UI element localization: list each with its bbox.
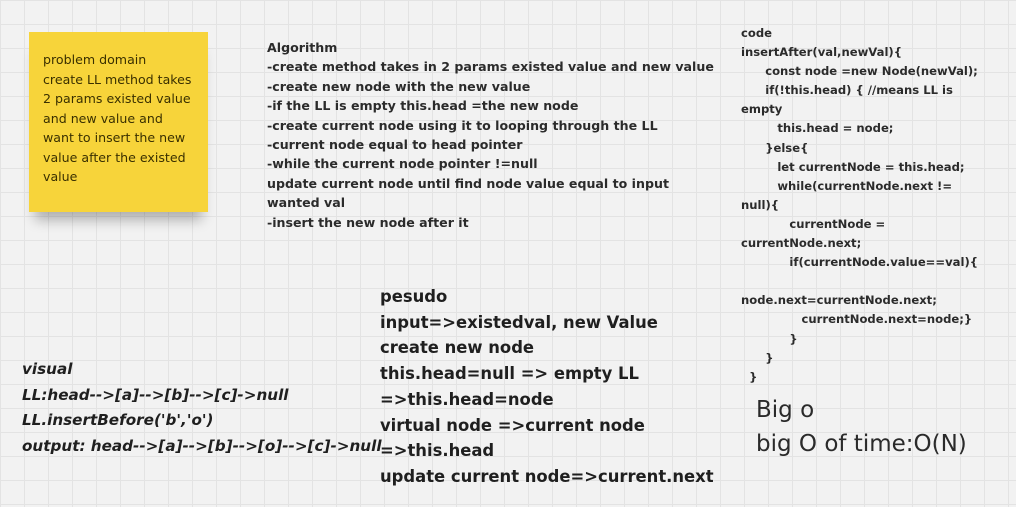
visual-heading: visual	[22, 360, 73, 378]
code-line: insertAfter(val,newVal){	[741, 45, 902, 60]
code-line: node.next=currentNode.next;	[741, 293, 937, 308]
code-text-block[interactable]: code insertAfter(val,newVal){ const node…	[741, 24, 1003, 387]
algorithm-line: -create current node using it to looping…	[267, 117, 658, 133]
pseudocode-text-block[interactable]: pesudo input=>existedval, new Value crea…	[380, 284, 714, 490]
code-line: this.head = node;	[741, 121, 894, 136]
code-line: null){	[741, 197, 780, 212]
pseudocode-line: create new node	[380, 338, 535, 358]
algorithm-line: -if the LL is empty this.head =the new n…	[267, 98, 579, 114]
sticky-note-problem-domain[interactable]: problem domain create LL method takes 2 …	[29, 32, 208, 212]
code-heading: code	[741, 26, 772, 40]
code-line: empty	[741, 102, 783, 117]
pseudocode-line: this.head=null => empty LL	[380, 364, 639, 384]
code-line: currentNode.next=node;}	[741, 312, 973, 327]
code-line: }	[741, 331, 798, 346]
algorithm-line: -current node equal to head pointer	[267, 137, 523, 153]
code-line: }	[741, 350, 774, 365]
algorithm-line: wanted val	[267, 195, 346, 211]
algorithm-line: -while the current node pointer !=null	[267, 156, 538, 172]
code-line	[741, 272, 1003, 291]
sticky-note-text: problem domain create LL method takes 2 …	[43, 52, 192, 184]
algorithm-line: -create new node with the new value	[267, 78, 531, 94]
pseudocode-line: input=>existedval, new Value	[380, 312, 658, 332]
code-line: while(currentNode.next !=	[741, 178, 953, 193]
pseudocode-line: update current node=>current.next	[380, 466, 714, 486]
algorithm-line: -insert the new node after it	[267, 214, 469, 230]
code-line: let currentNode = this.head;	[741, 159, 965, 174]
code-line: }	[741, 369, 758, 384]
pseudocode-line: virtual node =>current node	[380, 415, 645, 435]
code-line: if(!this.head) { //means LL is	[741, 83, 953, 98]
code-line: currentNode.next;	[741, 236, 862, 251]
visual-text-block[interactable]: visual LL:head-->[a]-->[b]-->[c]->null L…	[22, 357, 382, 460]
pseudocode-line: =>this.head=node	[380, 389, 554, 409]
algorithm-text-block[interactable]: Algorithm -create method takes in 2 para…	[267, 38, 714, 232]
algorithm-line: -create method takes in 2 params existed…	[267, 59, 714, 75]
algorithm-heading: Algorithm	[267, 40, 338, 55]
pseudocode-heading: pesudo	[380, 287, 448, 306]
big-o-heading: Big o	[756, 397, 815, 423]
code-line: const node =new Node(newVal);	[741, 64, 978, 79]
visual-line: output: head-->[a]-->[b]-->[o]-->[c]->nu…	[22, 437, 382, 456]
pseudocode-line: =>this.head	[380, 441, 495, 461]
big-o-text-block[interactable]: Big o big O of time:O(N)	[756, 393, 1006, 461]
big-o-line: big O of time:O(N)	[756, 431, 967, 457]
code-line: if(currentNode.value==val){	[741, 255, 979, 270]
algorithm-line: update current node until find node valu…	[267, 175, 669, 191]
visual-line: LL:head-->[a]-->[b]-->[c]->null	[22, 385, 289, 404]
code-line: }else{	[741, 140, 809, 155]
code-line: currentNode =	[741, 216, 886, 231]
visual-line: LL.insertBefore('b','o')	[22, 411, 214, 430]
